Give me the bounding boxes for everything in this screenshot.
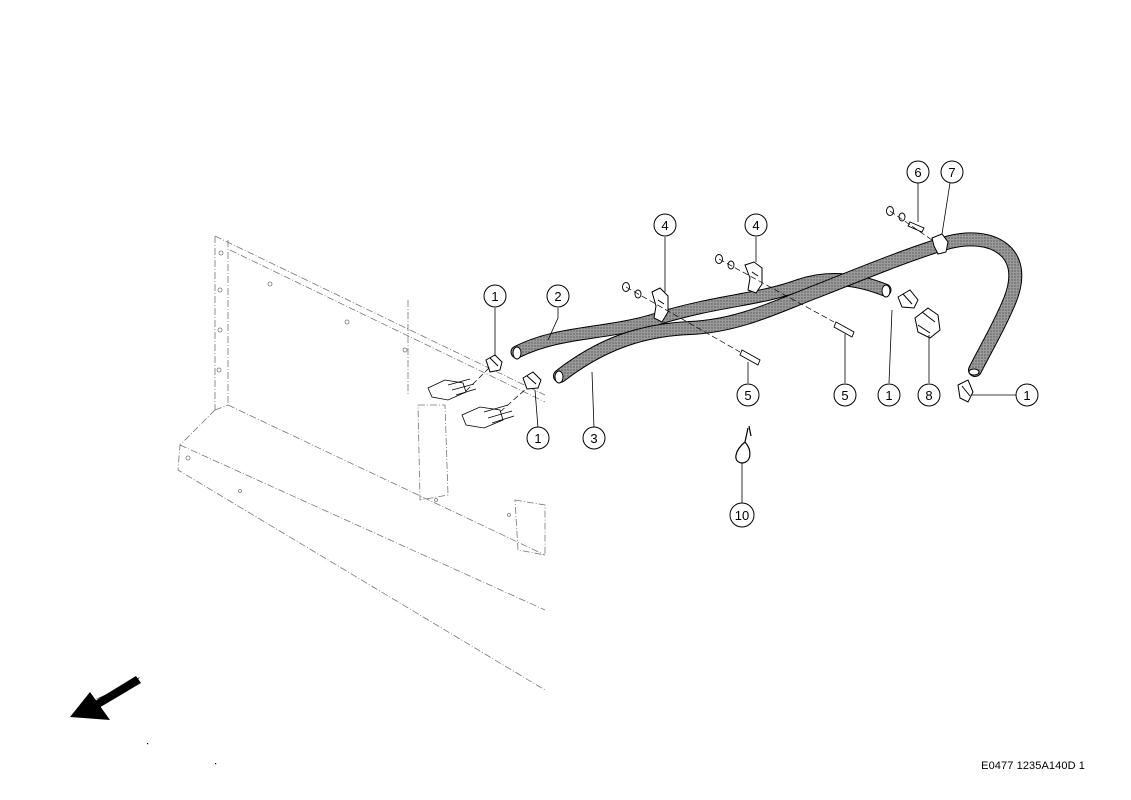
hose-clamp	[485, 354, 503, 373]
panel-fitting-upper	[427, 378, 477, 401]
svg-text:3: 3	[590, 431, 597, 446]
bolts	[739, 221, 925, 366]
reference-code: E0477 1235A140D 1	[981, 760, 1085, 772]
svg-text:1: 1	[885, 388, 892, 403]
svg-text:4: 4	[752, 218, 759, 233]
panel-holes	[185, 250, 511, 517]
hose-ends	[512, 284, 980, 384]
svg-text:5: 5	[744, 388, 751, 403]
callout-5b: 5	[833, 383, 857, 407]
assembly-lines	[465, 210, 933, 413]
svg-text:10: 10	[735, 508, 749, 523]
pipe-clip	[651, 287, 669, 323]
svg-text:5: 5	[841, 388, 848, 403]
callout-6: 6	[906, 160, 930, 184]
hose-3-body	[554, 233, 1022, 382]
svg-text:1: 1	[491, 289, 498, 304]
callout-3: 3	[582, 426, 606, 450]
panel-fitting-lower	[461, 404, 515, 429]
hose-clamp	[897, 289, 919, 309]
svg-text:6: 6	[914, 165, 921, 180]
callout-2: 2	[546, 284, 570, 308]
stray-marks	[147, 743, 217, 765]
svg-text:1: 1	[534, 431, 541, 446]
svg-text:2: 2	[554, 289, 561, 304]
hose-clamp	[522, 371, 542, 390]
arrow-direction-icon	[70, 676, 141, 720]
callout-1a: 1	[483, 284, 507, 308]
callout-8: 8	[917, 383, 941, 407]
svg-text:1: 1	[1023, 388, 1030, 403]
callout-4a: 4	[653, 213, 677, 237]
hose-clamp	[957, 379, 974, 403]
callout-1c: 1	[877, 383, 901, 407]
callout-7: 7	[940, 160, 964, 184]
leader-lines	[494, 182, 1016, 503]
callout-1d: 1	[1015, 383, 1039, 407]
pipe-clip	[744, 261, 763, 294]
svg-text:8: 8	[925, 388, 932, 403]
callout-4b: 4	[744, 213, 768, 237]
svg-text:7: 7	[948, 165, 955, 180]
cable-tie	[735, 425, 752, 464]
svg-text:4: 4	[661, 218, 668, 233]
callout-10: 10	[729, 502, 755, 528]
callout-5a: 5	[736, 383, 760, 407]
elbow-fitting	[914, 307, 941, 339]
callout-1b: 1	[526, 426, 550, 450]
